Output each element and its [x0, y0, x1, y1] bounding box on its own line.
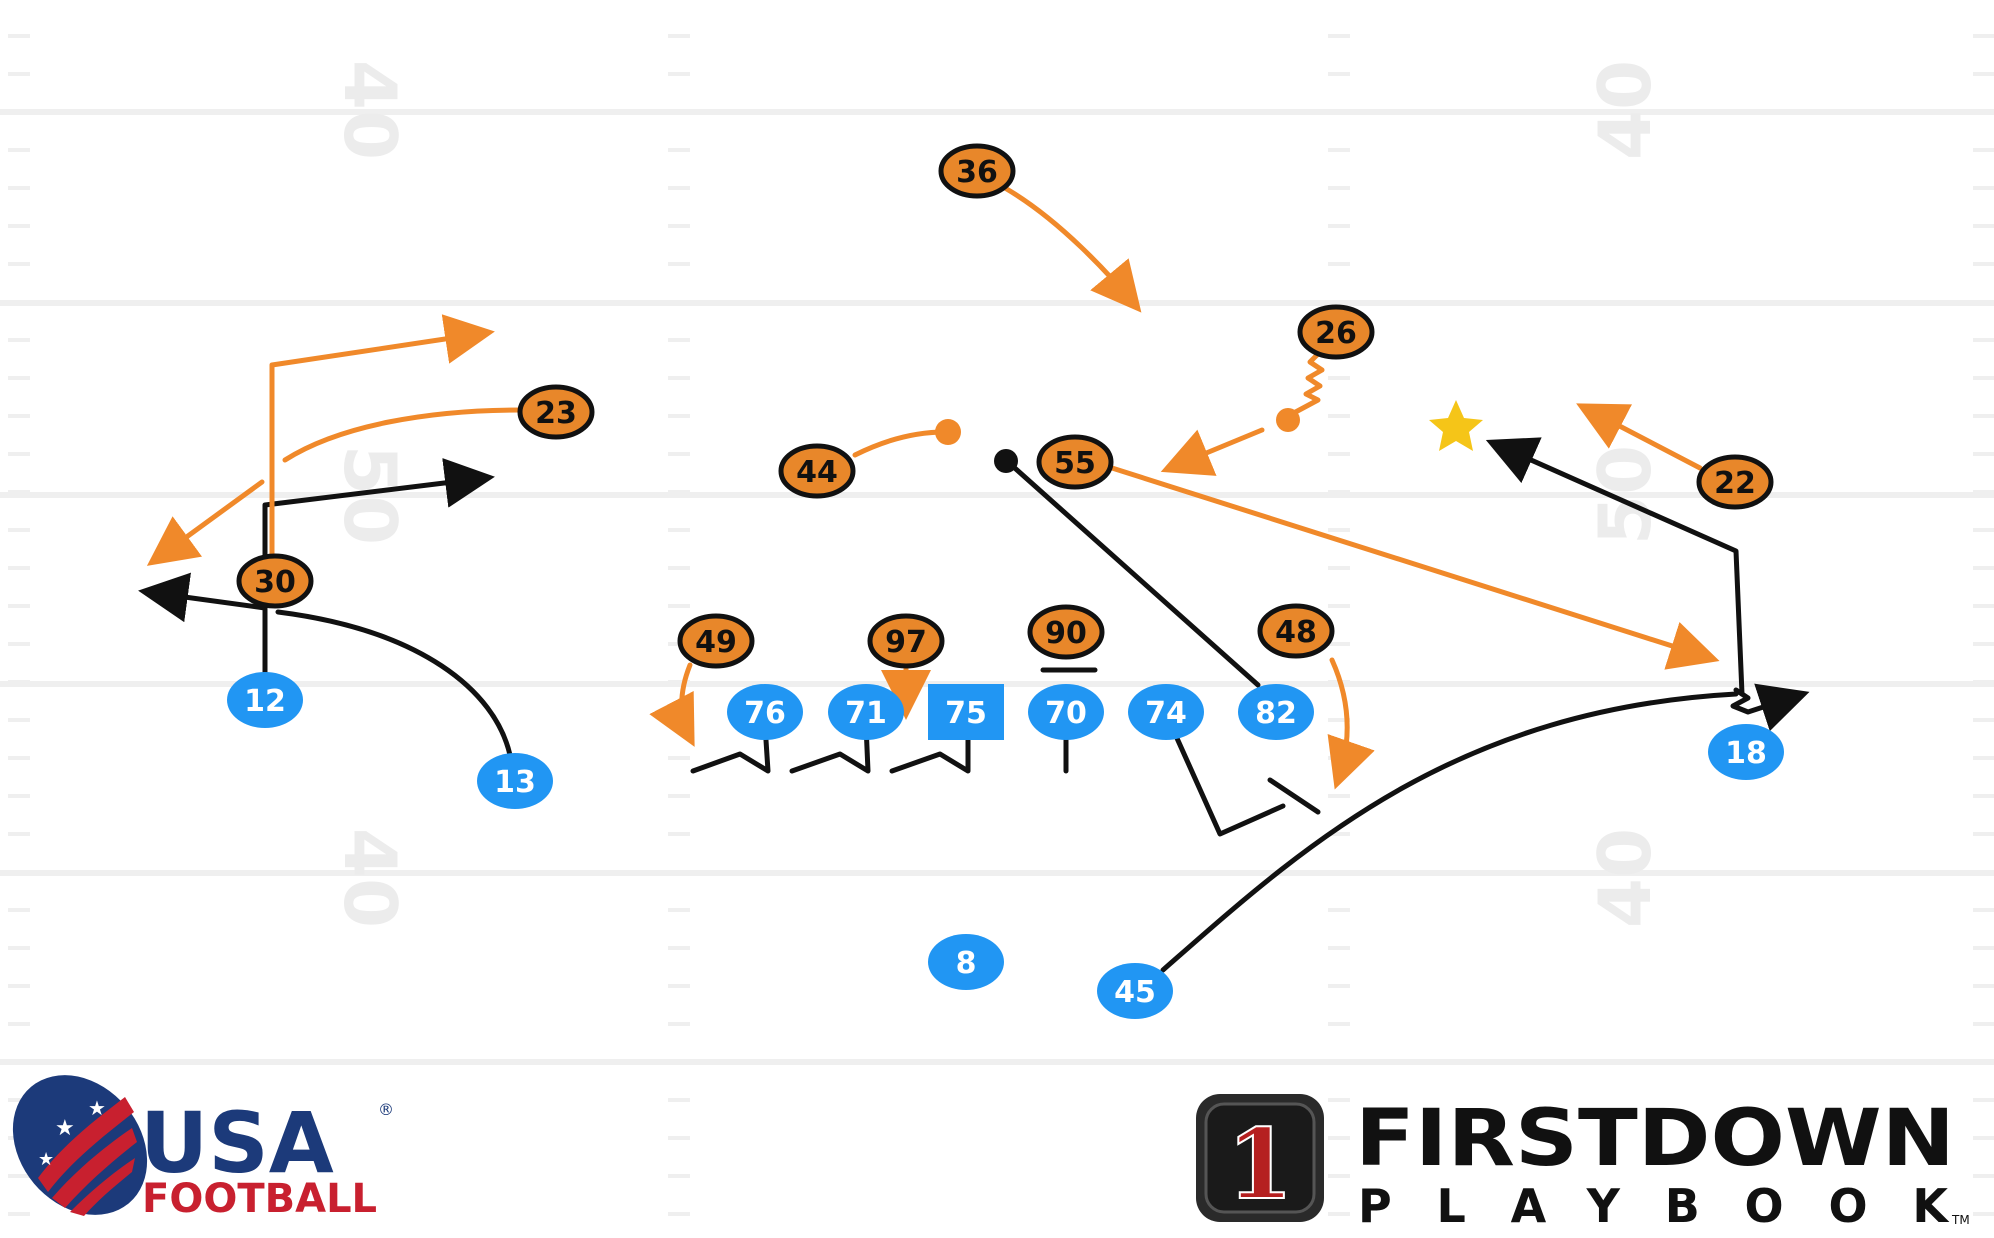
route-23: [282, 407, 523, 463]
player-defense-44[interactable]: 44: [778, 443, 856, 499]
player-number: 12: [244, 684, 286, 719]
route-36: [1002, 185, 1142, 313]
svg-text:★: ★: [55, 1115, 75, 1140]
player-number: 71: [845, 696, 887, 731]
svg-text:1: 1: [1227, 1108, 1294, 1221]
firstdown-badge-icon: 1: [1196, 1094, 1324, 1222]
route-26: [1160, 427, 1265, 476]
block-74-cap: [1267, 777, 1321, 815]
player-number: 18: [1725, 736, 1767, 771]
player-number: 75: [945, 696, 987, 731]
player-defense-30[interactable]: 30: [236, 553, 314, 609]
route-26-dot: [1276, 408, 1300, 432]
route-82-end: [994, 449, 1018, 473]
route-22: [1576, 403, 1703, 471]
player-defense-49[interactable]: 49: [677, 613, 755, 669]
player-offense-18[interactable]: 18: [1708, 724, 1784, 780]
player-defense-36[interactable]: 36: [938, 143, 1016, 199]
firstdown-playbook-logo: 1 FIRSTDOWN PLAYBOOK TM: [1196, 1094, 1970, 1233]
route-82: [1005, 459, 1261, 688]
route-18-motion: [1730, 683, 1810, 732]
player-defense-23[interactable]: 23: [517, 384, 595, 440]
yard-number: 40: [328, 60, 412, 160]
route-55: [1109, 465, 1720, 670]
player-offense-8[interactable]: 8: [928, 934, 1004, 990]
player-number: 55: [1054, 446, 1096, 481]
player-number: 48: [1275, 615, 1317, 650]
usa-football-logo: ★ ★ ★ USA ® FOOTBALL: [12, 1075, 394, 1222]
football-flag-icon: ★ ★ ★: [12, 1075, 148, 1216]
player-defense-97[interactable]: 97: [867, 613, 945, 669]
player-number: 49: [695, 625, 737, 660]
player-defense-90[interactable]: 90: [1027, 604, 1105, 660]
player-defense-48[interactable]: 48: [1257, 603, 1335, 659]
player-number: 82: [1255, 696, 1297, 731]
player-defense-55[interactable]: 55: [1036, 434, 1114, 490]
player-offense-76[interactable]: 76: [727, 684, 803, 740]
svg-text:★: ★: [38, 1149, 54, 1169]
star-icon: [1429, 400, 1483, 451]
player-number: 22: [1714, 466, 1756, 501]
football-text: FOOTBALL: [142, 1176, 377, 1222]
player-defense-26[interactable]: 26: [1297, 304, 1375, 360]
player-offense-12[interactable]: 12: [227, 672, 303, 728]
player-offense-82[interactable]: 82: [1238, 684, 1314, 740]
route-26-zig: [1287, 351, 1325, 418]
player-offense-71[interactable]: 71: [828, 684, 904, 740]
player-offense-70[interactable]: 70: [1028, 684, 1104, 740]
player-number: 36: [956, 155, 998, 190]
player-number: 76: [744, 696, 786, 731]
route-30-flat: [146, 479, 265, 566]
player-number: 30: [254, 565, 296, 600]
player-defense-22[interactable]: 22: [1696, 454, 1774, 510]
player-number: 44: [796, 455, 838, 490]
block-76: [690, 722, 771, 774]
yard-number: 40: [1583, 828, 1667, 928]
trademark-mark: TM: [1951, 1213, 1970, 1227]
yard-number: 50: [1583, 445, 1667, 545]
player-offense-13[interactable]: 13: [477, 753, 553, 809]
player-number: 45: [1114, 975, 1156, 1010]
player-center-75[interactable]: 75: [928, 684, 1004, 740]
player-number: 13: [494, 765, 536, 800]
svg-text:★: ★: [88, 1098, 106, 1120]
player-number: 23: [535, 396, 577, 431]
defense-routes: [146, 185, 1720, 790]
route-45: [1160, 691, 1739, 973]
player-number: 90: [1045, 616, 1087, 651]
player-offense-45[interactable]: 45: [1097, 963, 1173, 1019]
route-44-dot: [935, 419, 961, 445]
usa-text: USA: [140, 1094, 334, 1192]
firstdown-text: FIRSTDOWN: [1355, 1094, 1955, 1184]
route-49: [649, 662, 695, 747]
registered-mark: ®: [378, 1100, 394, 1119]
player-number: 8: [956, 946, 977, 981]
players: 12 13 76 71 75 70 74 82 18 8 45 36 26 23 44 55 22 30 49 97 9…: [227, 143, 1784, 1019]
block-75: [889, 722, 971, 774]
yard-number: 40: [328, 828, 412, 928]
route-30-wheel: [269, 314, 495, 571]
player-number: 26: [1315, 316, 1357, 351]
block-71: [789, 722, 871, 774]
block-74: [1173, 733, 1286, 837]
route-18: [1485, 437, 1745, 697]
player-offense-74[interactable]: 74: [1128, 684, 1204, 740]
player-number: 74: [1145, 696, 1187, 731]
route-13: [275, 609, 513, 758]
player-number: 70: [1045, 696, 1087, 731]
player-number: 97: [885, 625, 927, 660]
yard-number: 40: [1583, 60, 1667, 160]
route-48: [1327, 657, 1375, 790]
offense-routes: [138, 437, 1810, 973]
